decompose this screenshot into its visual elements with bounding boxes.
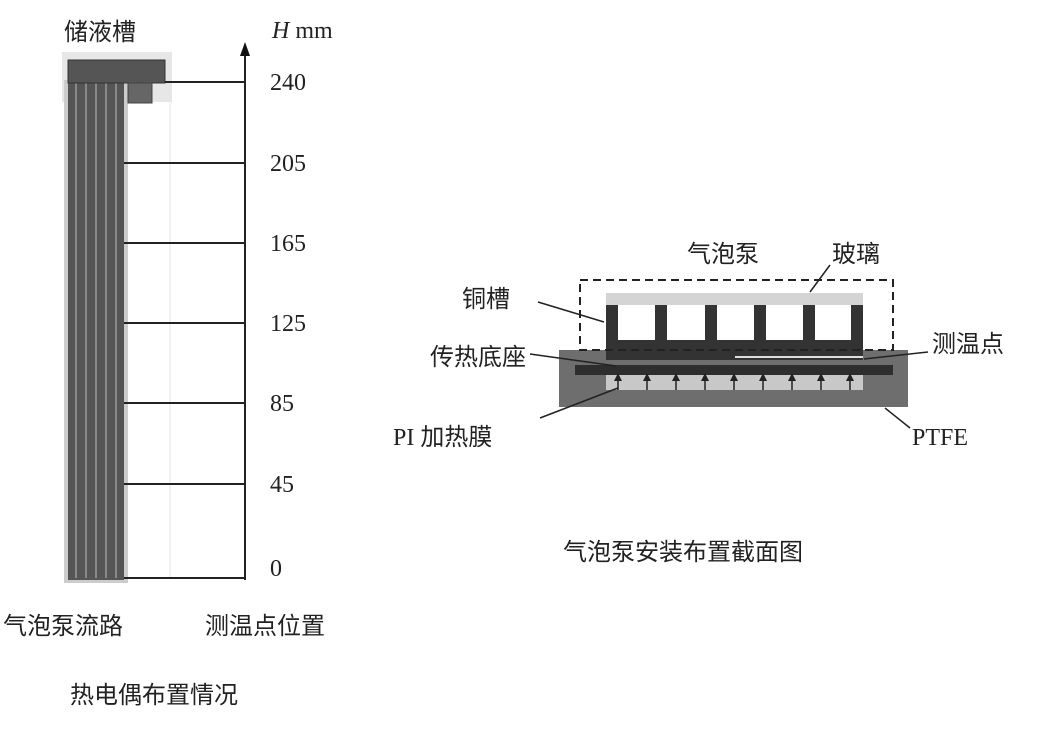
heat-arrow-icon [817, 373, 825, 390]
pump-cross-section: 气泡泵 玻璃 铜槽 传热底座 测温点 PI 加热膜 PTFE 气泡泵安装布置截面… [393, 240, 1004, 566]
flow-path-column [68, 80, 124, 580]
glass [606, 293, 863, 305]
heat-arrow-icon [759, 373, 767, 390]
base-label: 传热底座 [430, 343, 526, 371]
measure-points-label: 测温点位置 [205, 612, 325, 640]
heat-arrow-icon [672, 373, 680, 390]
height-label: 45 [270, 472, 294, 498]
axis-label: H mm [271, 18, 333, 44]
heat-arrow-icon [701, 373, 709, 390]
left-caption: 热电偶布置情况 [70, 681, 238, 709]
heat-arrow-icon [643, 373, 651, 390]
height-label: 205 [270, 151, 306, 177]
bubble-pump-label: 气泡泵 [687, 240, 759, 268]
height-label: 240 [270, 70, 306, 96]
glass-label: 玻璃 [832, 240, 880, 268]
measure-label: 测温点 [932, 330, 1004, 358]
height-label: 125 [270, 311, 306, 337]
height-label: 0 [270, 556, 282, 582]
right-caption: 气泡泵安装布置截面图 [563, 538, 803, 566]
thermocouple-layout: 240 205 165 125 85 45 0 储液槽 H mm 气泡泵流路 测温点位置 热… [3, 18, 333, 709]
heat-arrow-icon [846, 373, 854, 390]
heat-arrow-icon [788, 373, 796, 390]
heater-label: PI 加热膜 [393, 424, 492, 451]
reservoir-label: 储液槽 [64, 18, 136, 46]
copper-label: 铜槽 [462, 285, 510, 313]
height-label: 165 [270, 231, 306, 257]
reservoir [67, 59, 166, 84]
bubble-pump-box [579, 279, 894, 351]
height-label: 85 [270, 391, 294, 417]
flow-path-label: 气泡泵流路 [3, 612, 123, 640]
heat-arrow-icon [730, 373, 738, 390]
copper-channel [606, 305, 863, 360]
heat-base [575, 365, 893, 375]
ptfe-label: PTFE [912, 425, 968, 451]
